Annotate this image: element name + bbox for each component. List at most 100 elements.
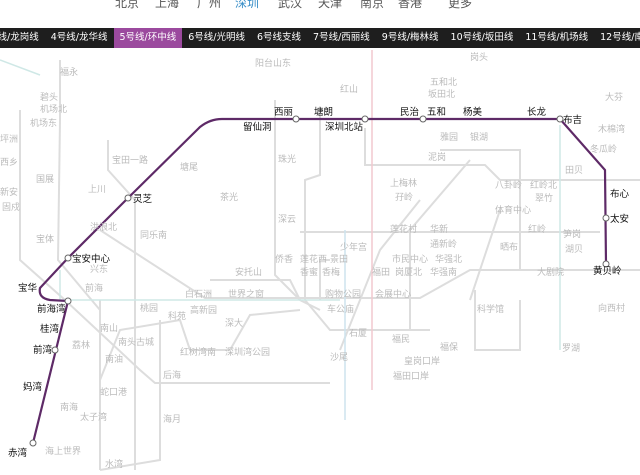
- station-label[interactable]: 科学馆: [477, 303, 504, 315]
- station-label[interactable]: 岗头: [470, 52, 488, 63]
- tab-line-6[interactable]: 6号线/光明线: [188, 32, 245, 43]
- station-label[interactable]: 前海: [85, 282, 103, 294]
- station-label[interactable]: 高新园: [190, 304, 217, 316]
- station-label[interactable]: 银湖: [470, 131, 488, 143]
- station-label[interactable]: 向西村: [598, 302, 625, 314]
- station-label[interactable]: 兴东: [90, 263, 108, 275]
- station-label[interactable]: 上川: [88, 184, 106, 195]
- city-more[interactable]: 更多: [448, 0, 473, 10]
- station-label[interactable]: 莲花村: [390, 223, 417, 235]
- station-label[interactable]: 深云: [278, 214, 296, 225]
- station-mawan[interactable]: 妈湾: [23, 381, 43, 393]
- station-chiwan[interactable]: 赤湾: [8, 447, 28, 459]
- station-label[interactable]: 通新岭: [430, 238, 457, 250]
- station-shenzhen-north[interactable]: 深圳北站: [325, 121, 364, 133]
- station-buxin[interactable]: 布心: [610, 188, 630, 200]
- station-label[interactable]: 福保: [440, 341, 458, 353]
- station-label[interactable]: 晒布: [500, 241, 518, 253]
- station-label[interactable]: 深圳湾公园: [225, 346, 270, 358]
- station-label[interactable]: 太子湾: [80, 411, 107, 423]
- station-label[interactable]: 红树湾南: [180, 346, 216, 358]
- station-label[interactable]: 体育中心: [495, 204, 531, 216]
- station-label[interactable]: 蛇口港: [100, 386, 127, 398]
- station-label[interactable]: 南海: [60, 401, 78, 413]
- station-huangbeiling[interactable]: 黄贝岭: [593, 265, 622, 277]
- station-label[interactable]: 世界之窗: [228, 288, 264, 300]
- station-label[interactable]: 安托山: [235, 266, 262, 278]
- station-label[interactable]: 冬瓜岭: [590, 143, 617, 155]
- station-label[interactable]: 湖贝: [565, 244, 583, 255]
- station-label[interactable]: 坂田北: [428, 89, 455, 100]
- station-changlong[interactable]: 长龙: [527, 106, 547, 118]
- station-liuxiandong[interactable]: 留仙洞: [243, 121, 272, 133]
- city-shenzhen[interactable]: 深圳: [235, 0, 260, 10]
- station-label[interactable]: 福田口岸: [393, 370, 429, 382]
- city-guangzhou[interactable]: 广州: [197, 0, 222, 10]
- station-label[interactable]: 荔林: [72, 339, 90, 351]
- station-label[interactable]: 红岭: [528, 223, 546, 235]
- tab-line-3[interactable]: 3号线/龙岗线: [0, 32, 39, 43]
- station-label[interactable]: 宝田一路: [112, 154, 148, 166]
- station-label[interactable]: 海上世界: [45, 445, 81, 457]
- station-label[interactable]: 岗厦北: [395, 267, 422, 278]
- station-label[interactable]: 茶光: [220, 191, 238, 203]
- station-label[interactable]: 孖岭: [395, 191, 413, 203]
- tab-line-11[interactable]: 11号线/机场线: [525, 32, 589, 43]
- station-label[interactable]: 罗湖: [562, 343, 580, 354]
- station-wuhe[interactable]: 五和: [427, 107, 446, 118]
- station-label[interactable]: 福田: [372, 266, 390, 278]
- station-label[interactable]: 福永: [60, 66, 78, 78]
- station-qianwan[interactable]: 前湾: [33, 344, 53, 356]
- station-label[interactable]: 固戍: [2, 201, 20, 213]
- station-label[interactable]: 桃园: [140, 302, 158, 314]
- station-baoan-center[interactable]: 宝安中心: [72, 253, 111, 265]
- station-label[interactable]: 上梅林: [390, 177, 417, 189]
- station-label[interactable]: 皇岗口岸: [404, 355, 440, 367]
- station-label[interactable]: 大剧院: [537, 266, 564, 278]
- station-label[interactable]: 购物公园: [325, 288, 361, 300]
- station-label[interactable]: 南山: [100, 322, 118, 334]
- station-label[interactable]: 木棉湾: [598, 123, 625, 135]
- city-beijing[interactable]: 北京: [115, 0, 140, 10]
- metro-map[interactable]: 碧头机场北机场东坪洲福永国展宝田一路上川固戍宝体洪浪北兴东西乡新安同乐南塘尾茶光…: [0, 48, 640, 475]
- tab-line-6-branch[interactable]: 6号线支线: [257, 32, 302, 43]
- tab-line-12[interactable]: 12号线/南宝线: [600, 32, 640, 43]
- station-label[interactable]: 华强南: [430, 266, 457, 278]
- station-label[interactable]: 宝体: [36, 233, 54, 245]
- station-yangmei[interactable]: 杨美: [463, 106, 483, 118]
- city-hongkong[interactable]: 香港: [398, 0, 423, 10]
- station-label[interactable]: 阳台山东: [255, 57, 291, 69]
- station-label[interactable]: 侨香: [275, 253, 293, 265]
- tab-line-4[interactable]: 4号线/龙华线: [50, 32, 108, 43]
- city-tianjin[interactable]: 天津: [318, 0, 343, 10]
- station-label[interactable]: 翠竹: [535, 192, 553, 204]
- station-label[interactable]: 塘尾: [180, 161, 198, 173]
- tab-line-10[interactable]: 10号线/坂田线: [450, 32, 514, 43]
- station-lingzhi[interactable]: 灵芝: [133, 193, 153, 205]
- station-minzhi[interactable]: 民治: [400, 106, 419, 118]
- tab-line-5[interactable]: 5号线/环中线: [113, 28, 183, 48]
- station-label[interactable]: 南油: [105, 353, 123, 365]
- station-label[interactable]: 同乐南: [140, 229, 167, 241]
- station-label[interactable]: 福民: [392, 333, 410, 345]
- station-label[interactable]: 车公庙: [327, 303, 354, 315]
- station-label[interactable]: 洪浪北: [90, 221, 117, 233]
- station-label[interactable]: 香蜜: [300, 266, 318, 278]
- station-label[interactable]: 田贝: [565, 165, 583, 176]
- station-label[interactable]: 香梅: [322, 266, 340, 278]
- station-label[interactable]: 红岭北: [530, 179, 557, 191]
- station-label[interactable]: 八卦岭: [495, 179, 522, 191]
- station-label[interactable]: 深大: [225, 317, 243, 329]
- station-label[interactable]: 泥岗: [428, 152, 446, 163]
- station-label[interactable]: 景田: [330, 254, 348, 265]
- station-label[interactable]: 机场北: [40, 103, 67, 115]
- station-label[interactable]: 海月: [163, 413, 181, 425]
- station-label[interactable]: 水湾: [105, 458, 123, 470]
- station-label[interactable]: 莲花西: [300, 253, 327, 265]
- city-wuhan[interactable]: 武汉: [278, 0, 303, 10]
- station-qianhaiwan[interactable]: 前海湾: [37, 303, 66, 315]
- tab-line-9[interactable]: 9号线/梅林线: [381, 32, 439, 43]
- station-taian[interactable]: 太安: [610, 213, 629, 225]
- city-shanghai[interactable]: 上海: [155, 0, 180, 10]
- station-label[interactable]: 沙尾: [330, 352, 348, 363]
